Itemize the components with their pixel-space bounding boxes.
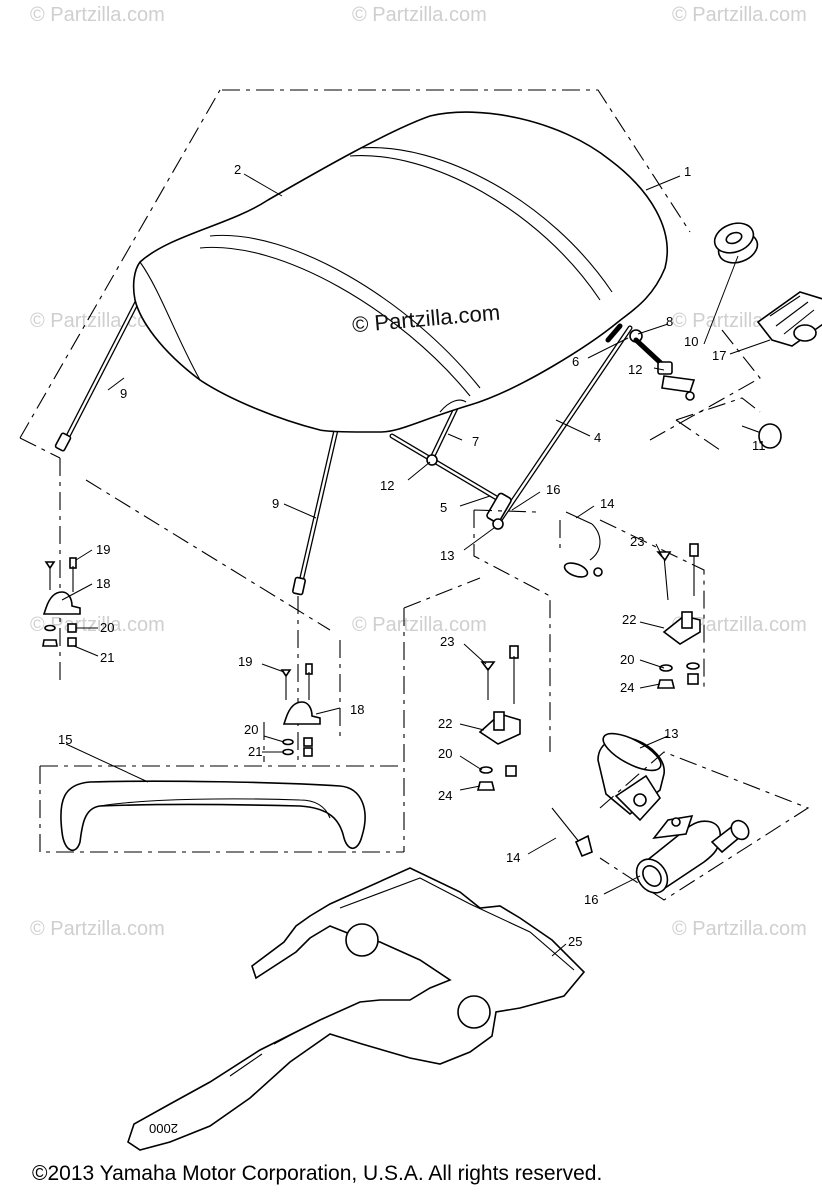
- callout-24a: 24: [620, 680, 634, 695]
- hinge-assembly: [629, 329, 761, 451]
- callout-19b: 19: [238, 654, 252, 669]
- floor-mat: [127, 867, 586, 1151]
- hardware-middle-outline: [263, 640, 341, 762]
- callout-9b: 9: [272, 496, 279, 511]
- callout-5: 5: [440, 500, 447, 515]
- pole-left: [54, 297, 141, 452]
- callout-9a: 9: [120, 386, 127, 401]
- callout-20a: 20: [100, 620, 114, 635]
- callout-25: 25: [568, 934, 582, 949]
- callout-20b: 20: [620, 652, 634, 667]
- callout-12a: 12: [628, 362, 642, 377]
- callout-16a: 16: [546, 482, 560, 497]
- watermark: © Partzilla.com: [672, 614, 807, 636]
- callout-4: 4: [594, 430, 601, 445]
- callout-13b: 13: [664, 726, 678, 741]
- callout-10: 10: [684, 334, 698, 349]
- watermark: © Partzilla.com: [672, 918, 807, 940]
- pole-middle: [292, 427, 339, 596]
- watermark: © Partzilla.com: [30, 4, 165, 26]
- callout-24b: 24: [438, 788, 452, 803]
- bracket-right: [656, 543, 701, 689]
- end-fitting: [597, 732, 665, 822]
- callout-13a: 13: [440, 548, 454, 563]
- watermark: © Partzilla.com: [352, 4, 487, 26]
- callout-21b: 21: [248, 744, 262, 759]
- bimini-top: [132, 111, 668, 433]
- callout-14a: 14: [600, 496, 614, 511]
- callout-6: 6: [572, 354, 579, 369]
- mat-marking: 2000: [149, 1121, 178, 1136]
- quick-pin-top: [563, 511, 603, 578]
- callout-11: 11: [752, 438, 766, 453]
- callout-17: 17: [712, 348, 726, 363]
- callout-19a: 19: [96, 542, 110, 557]
- callout-23a: 23: [630, 534, 644, 549]
- callout-8: 8: [666, 314, 673, 329]
- hardware-middle: [280, 596, 321, 764]
- callout-12b: 12: [380, 478, 394, 493]
- bracket-outline-right: [559, 519, 705, 690]
- callout-16b: 16: [584, 892, 598, 907]
- copyright-notice: ©2013 Yamaha Motor Corporation, U.S.A. A…: [32, 1162, 603, 1185]
- callout-1: 1: [684, 164, 691, 179]
- watermark: © Partzilla.com: [30, 614, 165, 636]
- watermark: © Partzilla.com: [672, 4, 807, 26]
- bracket-outline-center: [403, 509, 551, 852]
- callout-20d: 20: [438, 746, 452, 761]
- callout-20c: 20: [244, 722, 258, 737]
- callout-18b: 18: [350, 702, 364, 717]
- assembly-outline: [19, 89, 761, 631]
- leader-lines: [61, 173, 771, 957]
- storage-cover: [756, 291, 822, 347]
- quick-pin-bottom: [551, 807, 593, 858]
- callout-21a: 21: [100, 650, 114, 665]
- watermark: © Partzilla.com: [30, 918, 165, 940]
- frame-cover: [39, 765, 404, 853]
- callout-18a: 18: [96, 576, 110, 591]
- callouts: 1 2 8 10 17 6 12 9 7 4 11 12 16 5 9 14 1…: [58, 162, 766, 1136]
- hardware-left: [42, 458, 81, 680]
- tube-socket: [599, 751, 810, 901]
- knob: [741, 423, 782, 449]
- bracket-center: [476, 645, 521, 791]
- callout-14b: 14: [506, 850, 520, 865]
- callout-2: 2: [234, 162, 241, 177]
- callout-22b: 22: [438, 716, 452, 731]
- callout-7: 7: [472, 434, 479, 449]
- callout-23b: 23: [440, 634, 454, 649]
- rubber-ring: [713, 222, 759, 264]
- callout-15: 15: [58, 732, 72, 747]
- callout-22a: 22: [622, 612, 636, 627]
- watermark: © Partzilla.com: [352, 614, 487, 636]
